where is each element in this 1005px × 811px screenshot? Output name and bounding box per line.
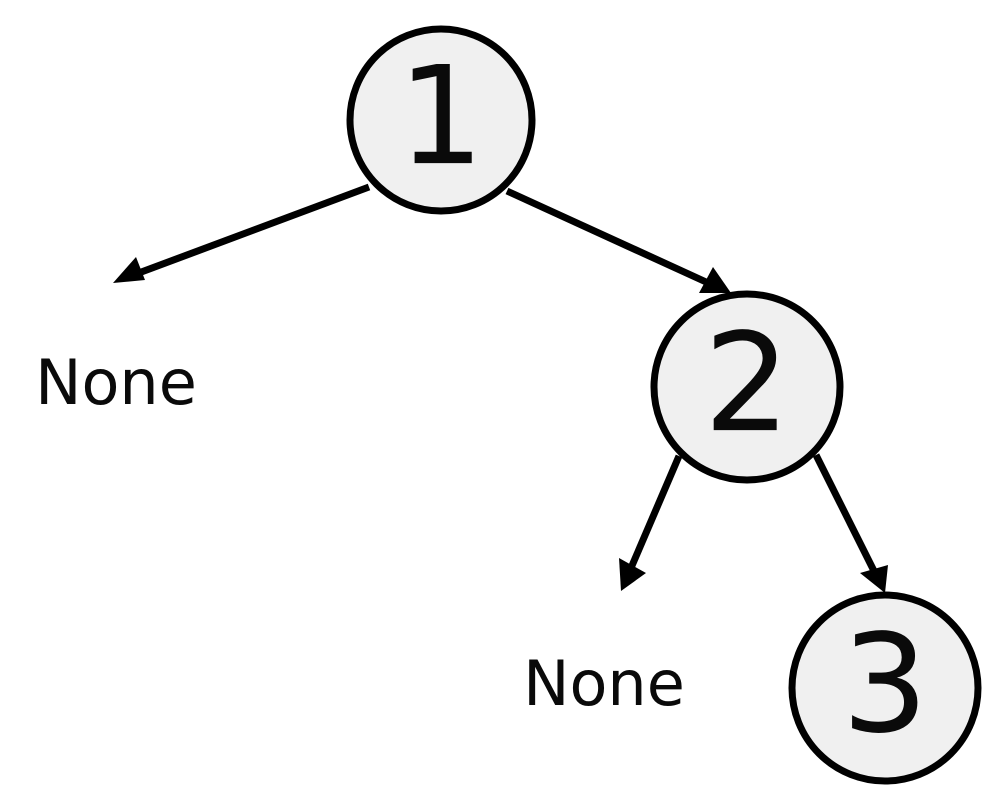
node-circle[interactable]	[650, 290, 844, 484]
edge-node2-to-none-left	[619, 454, 683, 591]
edge-node2-to-node3	[812, 453, 888, 593]
node-circle[interactable]	[346, 25, 536, 215]
node-circle[interactable]	[788, 591, 982, 785]
node-label: 1	[398, 38, 485, 196]
arrow-head-icon	[113, 257, 145, 283]
tree-node-2[interactable]: 2	[650, 290, 844, 484]
arrow-head-icon	[860, 565, 888, 593]
node-group: 1 2 3	[346, 25, 982, 785]
edge-line	[126, 183, 371, 281]
edge-node1-to-none-left	[113, 183, 371, 283]
edge-line	[627, 454, 683, 570]
tree-node-3[interactable]: 3	[788, 591, 982, 785]
node-label: 2	[704, 305, 791, 463]
none-label-left-of-node1: None	[35, 346, 197, 419]
edge-group	[113, 183, 888, 593]
node-label: 3	[842, 606, 929, 764]
arrow-head-icon	[699, 267, 731, 293]
edge-line	[812, 453, 878, 573]
null-label-group: None None	[35, 346, 685, 720]
edge-node1-to-node2	[505, 187, 731, 293]
none-label-left-of-node2: None	[523, 647, 685, 720]
tree-node-1[interactable]: 1	[346, 25, 536, 215]
edge-line	[505, 187, 719, 291]
arrow-head-icon	[619, 558, 646, 591]
